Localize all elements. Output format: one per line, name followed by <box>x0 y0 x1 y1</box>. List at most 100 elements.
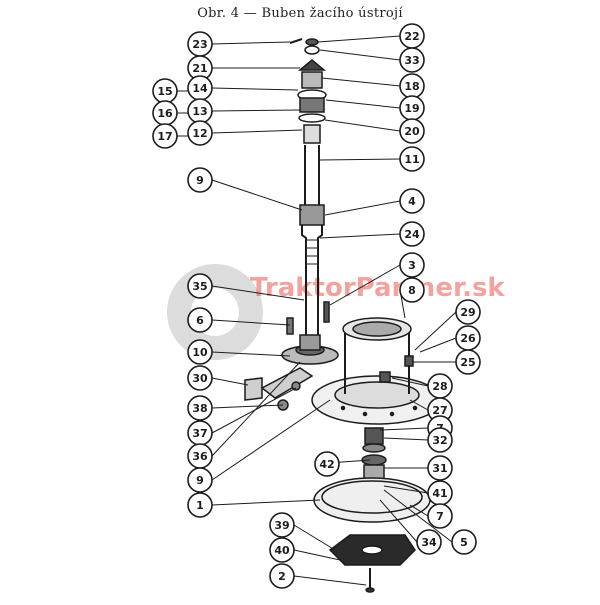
callout-number: 7 <box>436 510 444 523</box>
callout-right-0: 22 <box>399 23 425 49</box>
callout-number: 37 <box>192 427 207 440</box>
callout-number: 32 <box>432 434 447 447</box>
callout-left-8: 9 <box>187 167 213 193</box>
leader-line-left-12 <box>211 377 249 386</box>
callout-left-18: 39 <box>269 512 295 538</box>
callout-left-13: 38 <box>187 395 213 421</box>
callout-number: 6 <box>196 314 204 327</box>
callout-number: 8 <box>408 284 416 297</box>
callout-number: 14 <box>192 82 208 95</box>
callout-right-8: 3 <box>399 252 425 278</box>
callout-number: 25 <box>460 356 475 369</box>
callout-circle <box>269 512 295 538</box>
leader-line-right-4 <box>324 119 401 132</box>
callout-number: 1 <box>196 499 204 512</box>
callout-right-4: 20 <box>399 118 425 144</box>
callout-left-10: 6 <box>187 307 213 333</box>
callout-number: 5 <box>460 536 468 549</box>
callout-circle <box>399 252 425 278</box>
callout-number: 3 <box>408 259 416 272</box>
callout-left-2: 14 <box>187 75 213 101</box>
callout-number: 9 <box>196 474 204 487</box>
callout-right-17: 42 <box>314 451 340 477</box>
callout-number: 29 <box>460 306 475 319</box>
leader-line-left-20 <box>293 575 367 586</box>
callout-circle <box>427 455 453 481</box>
callout-number: 20 <box>404 125 420 138</box>
callout-right-19: 41 <box>427 480 453 506</box>
leader-line-left-18 <box>293 524 336 551</box>
leader-line-right-7 <box>319 233 401 239</box>
leader-line-left-17 <box>211 499 321 506</box>
callout-number: 31 <box>432 462 447 475</box>
leader-line-right-11 <box>419 337 457 353</box>
callout-right-18: 31 <box>427 455 453 481</box>
callout-circle <box>455 299 481 325</box>
callout-left-4: 13 <box>187 98 213 124</box>
drum-body <box>311 317 443 425</box>
callout-number: 11 <box>404 153 419 166</box>
callout-number: 9 <box>196 174 204 187</box>
callout-circle <box>399 277 425 303</box>
leader-line-right-21 <box>379 499 418 543</box>
leader-line-left-15 <box>211 361 301 457</box>
leader-line-right-8 <box>329 264 401 306</box>
callout-number: 16 <box>157 107 173 120</box>
leader-line-left-8 <box>211 179 303 211</box>
callout-right-3: 19 <box>399 95 425 121</box>
callout-right-20: 7 <box>427 503 453 529</box>
callout-number: 22 <box>404 30 419 43</box>
callout-number: 30 <box>192 372 208 385</box>
callout-number: 2 <box>278 570 286 583</box>
leader-line-right-10 <box>414 311 457 351</box>
callout-number: 4 <box>408 195 416 208</box>
shaft-assembly <box>281 38 339 365</box>
leader-line-left-10 <box>211 319 291 326</box>
leader-line-left-4 <box>211 109 301 112</box>
callout-number: 12 <box>192 127 207 140</box>
callout-right-1: 33 <box>399 47 425 73</box>
callout-number: 28 <box>432 380 447 393</box>
callout-left-6: 12 <box>187 120 213 146</box>
leader-line-left-11 <box>211 351 291 357</box>
callout-number: 18 <box>404 80 419 93</box>
callout-circle <box>314 451 340 477</box>
leader-line-right-15 <box>379 427 429 431</box>
callout-right-7: 24 <box>399 221 425 247</box>
callout-circle <box>187 339 213 365</box>
leader-line-left-0 <box>211 41 291 45</box>
leader-line-right-5 <box>319 158 401 161</box>
callout-circle <box>187 273 213 299</box>
callout-circle <box>187 467 213 493</box>
leader-line-right-6 <box>324 200 401 216</box>
callout-left-5: 16 <box>152 100 178 126</box>
callout-number: 38 <box>192 402 207 415</box>
callout-number: 26 <box>460 332 476 345</box>
leader-line-right-19 <box>383 485 429 494</box>
leader-line-right-3 <box>325 99 401 109</box>
watermark-gear-icon <box>167 264 263 360</box>
callout-circle <box>399 118 425 144</box>
diagram-title: Obr. 4 — Buben žacího ústrojí <box>197 6 403 21</box>
callout-number: 21 <box>192 62 207 75</box>
callout-right-16: 32 <box>427 427 453 453</box>
callout-number: 23 <box>192 38 207 51</box>
leader-line-left-19 <box>293 549 341 561</box>
callout-number: 19 <box>404 102 419 115</box>
callout-number: 33 <box>404 54 419 67</box>
callout-number: 13 <box>192 105 207 118</box>
callout-right-6: 4 <box>399 188 425 214</box>
lower-assembly <box>313 427 431 593</box>
leader-line-right-2 <box>321 77 401 87</box>
callout-circle <box>187 307 213 333</box>
callout-left-12: 30 <box>187 365 213 391</box>
leader-line-left-2 <box>211 87 299 91</box>
bracket-parts <box>244 367 314 411</box>
callout-group: 2321141513161217935610303837369139402223… <box>152 23 481 589</box>
leader-line-left-6 <box>211 129 303 134</box>
callout-right-21: 34 <box>416 529 442 555</box>
callout-left-0: 23 <box>187 31 213 57</box>
leader-line-right-13 <box>391 377 429 387</box>
callout-left-15: 36 <box>187 443 213 469</box>
